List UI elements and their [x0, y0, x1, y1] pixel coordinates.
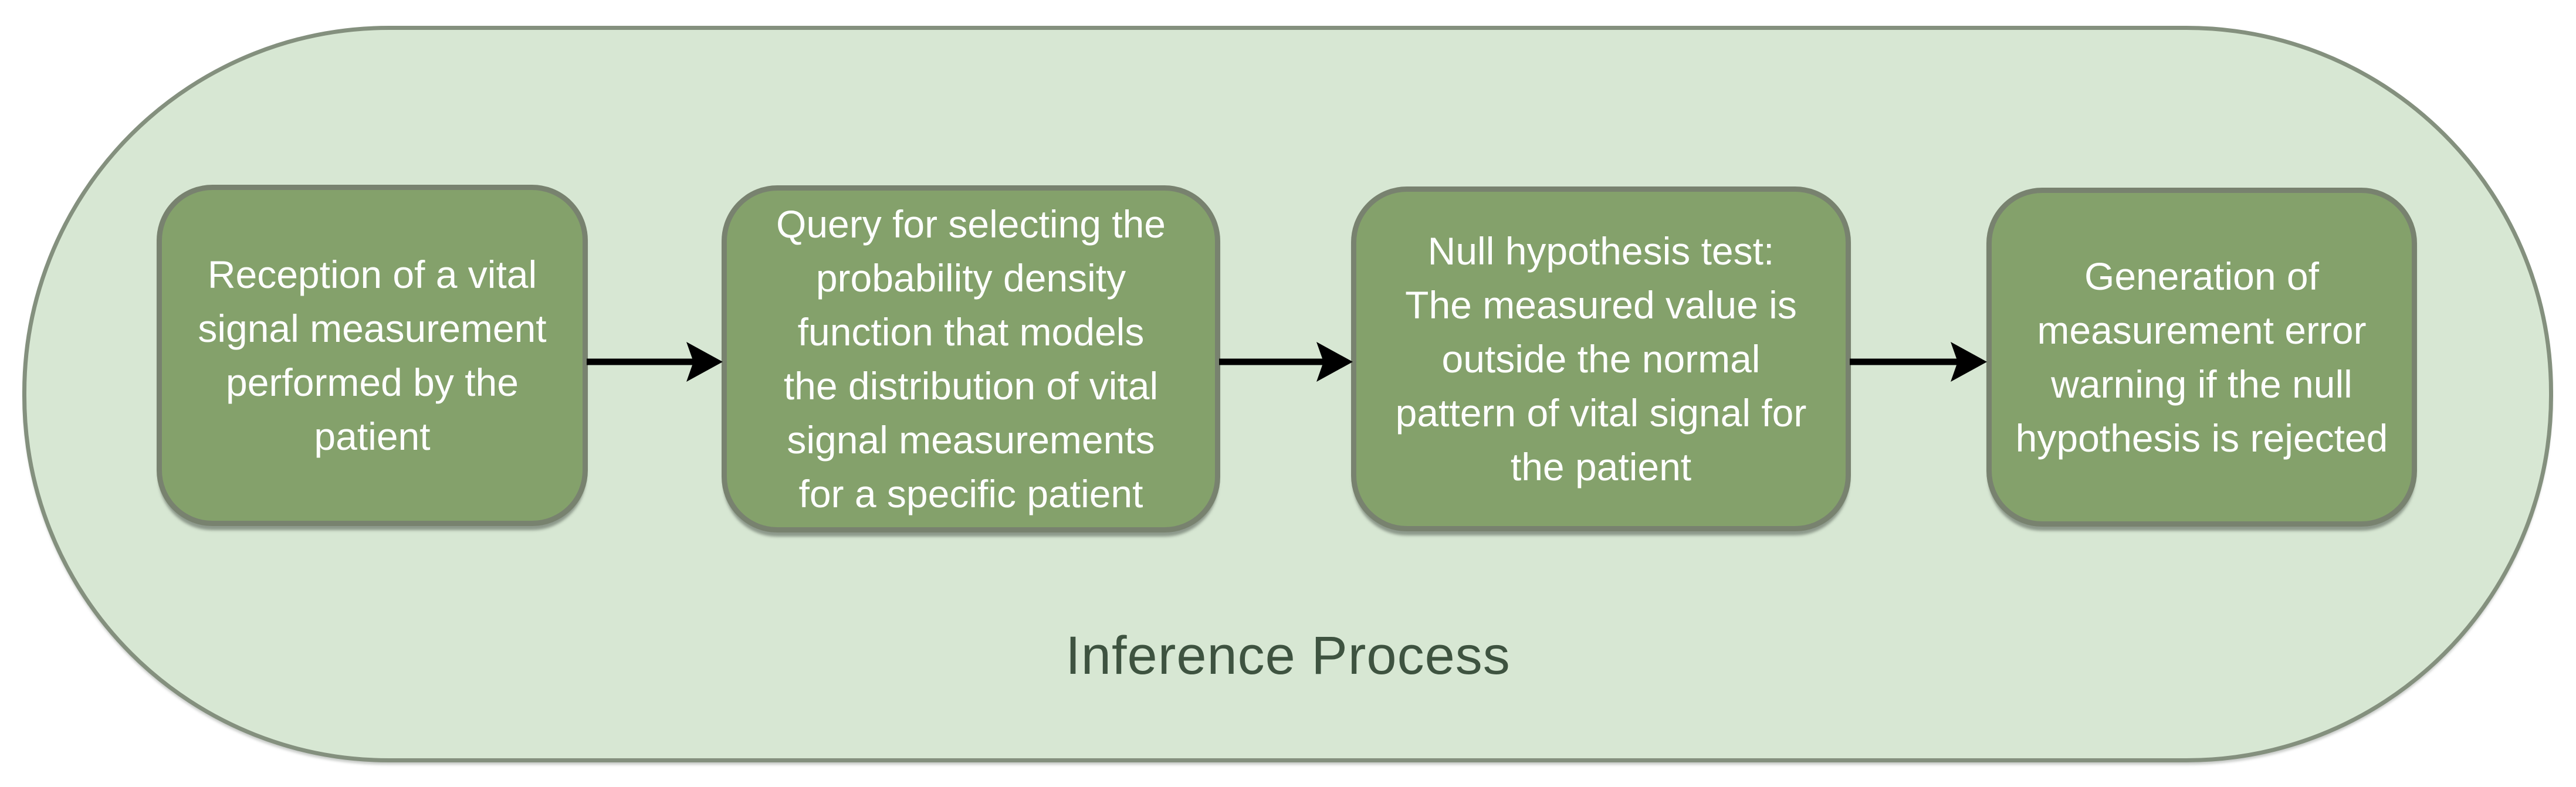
node-label: Query for selecting the probability dens… [776, 202, 1166, 515]
diagram-title: Inference Process [1065, 626, 1511, 686]
flow-node-warning-generation: Generation of measurement error warning … [1986, 188, 2417, 527]
flow-arrow-icon [1850, 342, 1987, 382]
node-label: Null hypothesis test: The measured value… [1395, 229, 1807, 489]
node-label: Reception of a vital signal measurement … [198, 253, 547, 458]
node-label: Generation of measurement error warning … [2015, 255, 2388, 460]
flow-node-reception: Reception of a vital signal measurement … [157, 185, 588, 526]
flow-arrow-icon [1219, 342, 1353, 382]
flow-arrow-icon [587, 342, 723, 382]
flow-node-null-hypothesis-test: Null hypothesis test: The measured value… [1351, 186, 1851, 531]
flow-node-query: Query for selecting the probability dens… [722, 185, 1220, 532]
